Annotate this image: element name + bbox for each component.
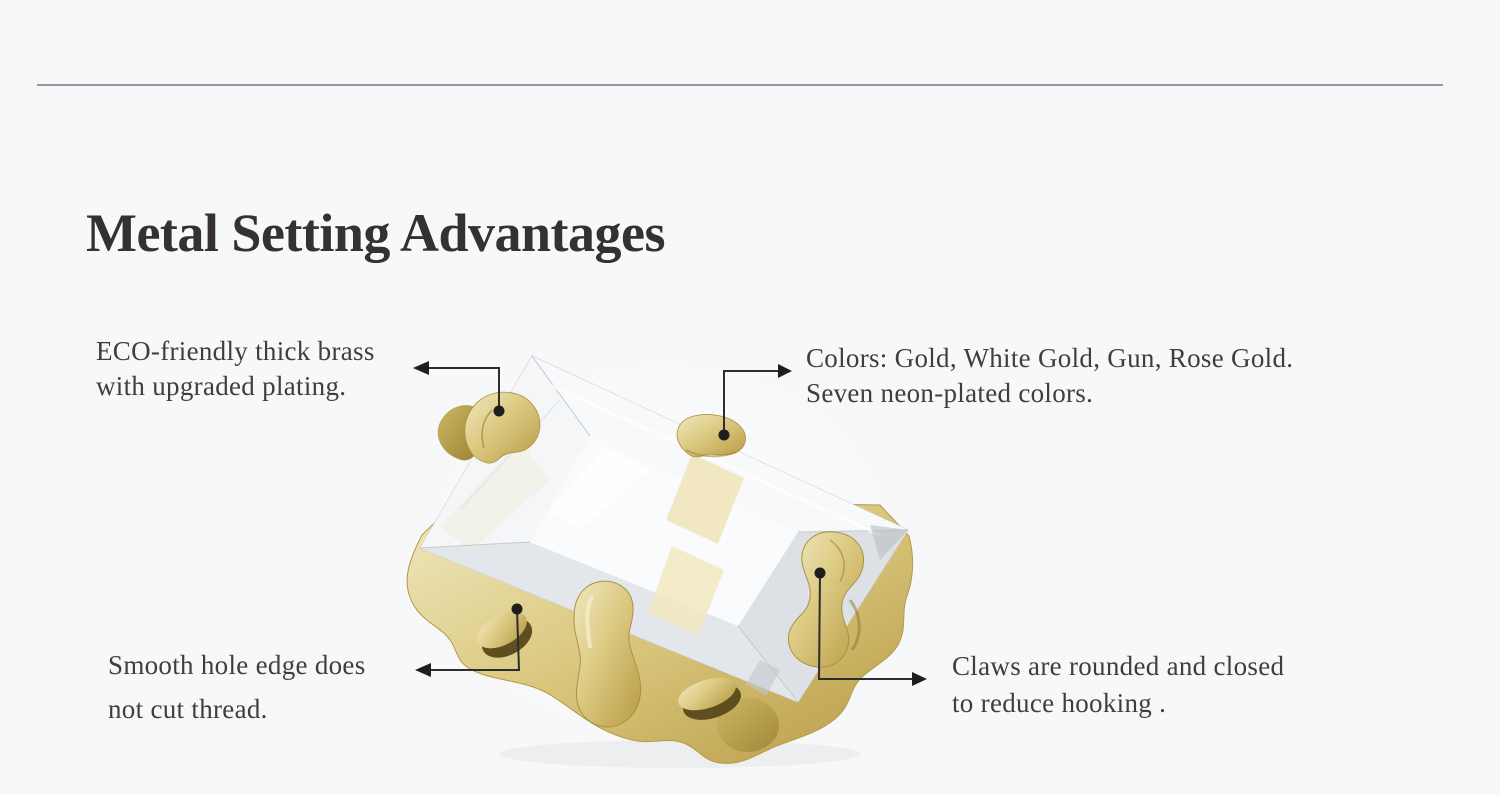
callout-plating-colors: Colors: Gold, White Gold, Gun, Rose Gold… xyxy=(806,341,1293,411)
claw-top-middle xyxy=(676,414,746,458)
sew-hole-bottom xyxy=(678,677,741,720)
callout-hole-line-1: Smooth hole edge does xyxy=(108,650,366,680)
callout-hole-line-2: not cut thread. xyxy=(108,694,268,724)
anchor-dot xyxy=(493,405,505,417)
crystal-facet-bottom xyxy=(420,542,798,702)
anchor-dot xyxy=(718,429,730,441)
page-title: Metal Setting Advantages xyxy=(86,203,665,264)
arrowhead-left-icon xyxy=(415,663,431,677)
callout-line-colors xyxy=(723,370,780,435)
callout-smooth-hole: Smooth hole edge does not cut thread. xyxy=(108,643,366,731)
crystal-facet-left xyxy=(420,356,590,548)
base-fold-right xyxy=(848,599,861,651)
callout-eco-brass: ECO-friendly thick brass with upgraded p… xyxy=(96,334,375,404)
callout-line-hole xyxy=(429,608,521,671)
crystal-facet-right xyxy=(738,530,908,702)
arrowhead-right-icon xyxy=(778,364,792,378)
claw-right xyxy=(788,531,864,668)
claw-top-left xyxy=(437,391,541,464)
callout-colors-line-1: Colors: Gold, White Gold, Gun, Rose Gold… xyxy=(806,343,1294,373)
crystal-table xyxy=(530,436,798,626)
prong-front-center xyxy=(573,580,642,728)
callout-claws-line-1: Claws are rounded and closed xyxy=(952,651,1285,681)
brass-base xyxy=(406,497,914,764)
callout-line-claws xyxy=(817,572,913,680)
arrowhead-right-icon xyxy=(912,672,927,686)
callout-eco-line-1: ECO-friendly thick brass xyxy=(96,336,375,366)
callout-eco-line-2: with upgraded plating. xyxy=(96,371,347,401)
product-shadow xyxy=(500,740,860,768)
anchor-dot xyxy=(814,567,826,579)
sew-hole-left xyxy=(477,611,533,658)
brass-base-bottom-claw xyxy=(716,698,779,753)
callout-colors-line-2: Seven neon-plated colors. xyxy=(806,378,1094,408)
arrowhead-left-icon xyxy=(413,361,429,375)
callout-rounded-claws: Claws are rounded and closed to reduce h… xyxy=(952,648,1284,722)
callout-claws-line-2: to reduce hooking . xyxy=(952,688,1167,718)
top-divider-rule xyxy=(37,84,1443,86)
callout-line-eco xyxy=(425,367,500,411)
anchor-dot xyxy=(511,603,523,615)
